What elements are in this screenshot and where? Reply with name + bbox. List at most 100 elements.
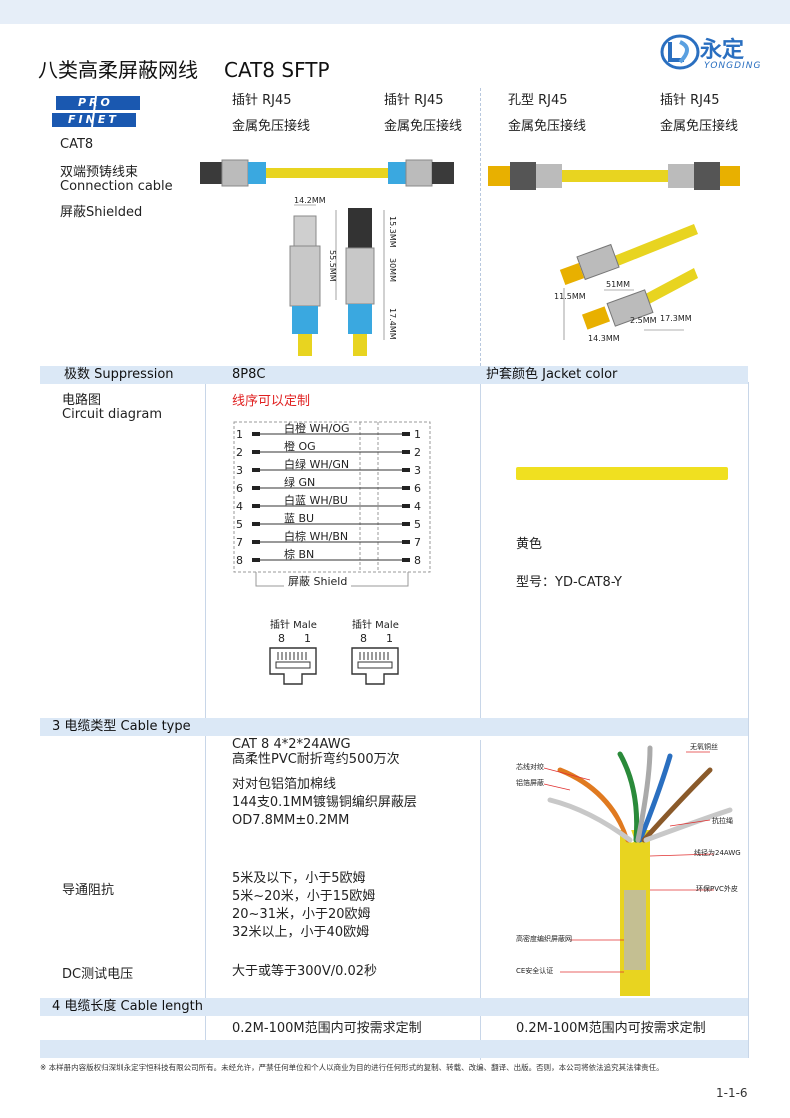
- wire-label: 白棕 WH/BN: [284, 530, 349, 543]
- cable-type-label: 3 电缆类型 Cable type: [52, 719, 191, 734]
- connector-3-type: 孔型 RJ45: [508, 93, 568, 108]
- pin-right: 2: [414, 446, 421, 459]
- suppression-value: 8P8C: [232, 367, 266, 382]
- connector-2-desc: 金属免压接线: [384, 119, 463, 134]
- annotation-twist: 芯线对绞: [516, 763, 544, 771]
- copyright-notice: ※ 本样册内容版权归深圳永定宇恒科技有限公司所有。未经允许，严禁任何单位和个人以…: [40, 1063, 664, 1072]
- suppression-label: 极数 Suppression: [64, 367, 174, 382]
- wire-label: 橙 OG: [284, 440, 316, 453]
- pin-right: 4: [414, 500, 421, 513]
- pin-1-label: 1: [304, 632, 311, 645]
- pin-right: 8: [414, 554, 421, 567]
- connector-4-type: 插针 RJ45: [660, 93, 720, 108]
- dim-width: 14.2MM: [294, 196, 326, 205]
- cable-spec: 144支0.1MM镀锡铜编织屏蔽层: [232, 795, 417, 810]
- profinet-bottom: FINET: [68, 113, 119, 126]
- wire-label: 白橙 WH/OG: [284, 422, 350, 435]
- top-divider: [480, 88, 481, 366]
- connector-1-type: 插针 RJ45: [232, 93, 292, 108]
- dim-d: 2.5MM: [630, 316, 657, 325]
- dim-a: 51MM: [606, 280, 630, 289]
- custom-wiring-note: 线序可以定制: [232, 394, 311, 409]
- rj45-jack-icon: [268, 646, 318, 690]
- pin-right: 3: [414, 464, 421, 477]
- dim-e: 17.3MM: [660, 314, 692, 323]
- top-bar: [0, 0, 790, 24]
- pin-left: 5: [236, 518, 243, 531]
- circuit-label-cn: 电路图: [62, 393, 102, 408]
- page-number: 1-1-6: [716, 1086, 748, 1100]
- pin-right: 6: [414, 482, 421, 495]
- jacket-color-label: 护套颜色 Jacket color: [486, 367, 618, 382]
- connector-2-type: 插针 RJ45: [384, 93, 444, 108]
- cable-spec: CAT 8 4*2*24AWG: [232, 737, 351, 752]
- band-suppression: [40, 366, 748, 384]
- jacket-color-name: 黄色: [516, 537, 543, 552]
- cable-product-image-right: 51MM 11.5MM 14.3MM 2.5MM 17.3MM: [484, 150, 744, 360]
- shielded-label: 屏蔽Shielded: [60, 205, 143, 220]
- title-cn: 八类高柔屏蔽网线: [38, 58, 198, 82]
- pin-left: 2: [236, 446, 243, 459]
- wire-label: 白蓝 WH/BU: [284, 494, 348, 507]
- connector-1-desc: 金属免压接线: [232, 119, 311, 134]
- pin-left: 7: [236, 536, 243, 549]
- rj45-jack-icon: [350, 646, 400, 690]
- resistance-line: 5米及以下，小于5欧姆: [232, 871, 366, 886]
- annotation-awg: 线径为24AWG: [694, 849, 741, 857]
- annotation-foil: 铝箔屏蔽: [516, 779, 544, 787]
- cable-spec: 高柔性PVC耐折弯约500万次: [232, 752, 400, 767]
- brand-en: YONGDING: [704, 61, 762, 71]
- dim-h1: 15.3MM: [388, 216, 397, 248]
- pin-1-label: 1: [386, 632, 393, 645]
- male-label-2: 插针 Male: [352, 620, 399, 631]
- band-cable-length: [40, 998, 748, 1016]
- annotation-pvc: 环保PVC外皮: [696, 885, 738, 893]
- dim-h3: 30MM: [388, 258, 397, 282]
- band-footer: [40, 1040, 748, 1058]
- male-label-1: 插针 Male: [270, 620, 317, 631]
- circuit-diagram: 1 2 3 6 4 5 7 8 1 2 3 6 4 5 7 8 白橙 WH/OG…: [228, 420, 438, 592]
- resistance-line: 5米~20米，小于15欧姆: [232, 889, 376, 904]
- annotation-rope: 抗拉绳: [712, 817, 733, 825]
- column-divider-right: [748, 382, 749, 1058]
- pin-right: 7: [414, 536, 421, 549]
- connector-4-desc: 金属免压接线: [660, 119, 739, 134]
- annotation-ce: CE安全认证: [516, 967, 554, 975]
- connection-cable-cn: 双端预铸线束: [60, 165, 139, 180]
- dim-c: 14.3MM: [588, 334, 620, 343]
- cable-structure-image: 无氧铜丝 芯线对绞 铝箔屏蔽 抗拉绳 线径为24AWG 环保PVC外皮 高密度编…: [500, 740, 748, 996]
- cable-spec: 对对包铝箔加棉线: [232, 777, 337, 792]
- cable-length-left: 0.2M-100M范围内可按需求定制: [232, 1021, 422, 1036]
- pin-left: 6: [236, 482, 243, 495]
- pin-left: 8: [236, 554, 243, 567]
- resistance-line: 20~31米，小于20欧姆: [232, 907, 371, 922]
- dc-value: 大于或等于300V/0.02秒: [232, 964, 378, 979]
- band-cable-type: [40, 718, 748, 736]
- circuit-label-en: Circuit diagram: [62, 407, 163, 422]
- jacket-color-swatch: [516, 467, 728, 480]
- pin-left: 1: [236, 428, 243, 441]
- model-number: 型号：YD-CAT8-Y: [516, 575, 622, 590]
- pin-left: 4: [236, 500, 243, 513]
- dim-h2: 55.5MM: [328, 250, 337, 282]
- pin-right: 1: [414, 428, 421, 441]
- title-en: CAT8 SFTP: [224, 58, 330, 82]
- dim-f: 11.5MM: [554, 292, 586, 301]
- page-title: 八类高柔屏蔽网线 CAT8 SFTP: [38, 54, 330, 83]
- dc-label: DC测试电压: [62, 967, 134, 982]
- wire-label: 绿 GN: [284, 476, 316, 489]
- pin-8-label: 8: [278, 632, 285, 645]
- pin-right: 5: [414, 518, 421, 531]
- profinet-logo: PRO FINET: [52, 94, 144, 130]
- wire-label: 白绿 WH/GN: [284, 458, 350, 471]
- wire-labels: 白橙 WH/OG 橙 OG 白绿 WH/GN 绿 GN 白蓝 WH/BU 蓝 B…: [284, 420, 350, 564]
- column-divider-mid: [480, 382, 481, 722]
- dim-h4: 17.4MM: [388, 308, 397, 340]
- column-divider-mid-2: [480, 740, 481, 1060]
- pins-right: 1 2 3 6 4 5 7 8: [414, 426, 421, 570]
- profinet-top: PRO: [78, 96, 113, 109]
- cable-spec: OD7.8MM±0.2MM: [232, 813, 350, 828]
- wire-label: 蓝 BU: [284, 512, 315, 525]
- cable-length-label: 4 电缆长度 Cable length: [52, 999, 204, 1014]
- brand-cn: 永定: [700, 38, 745, 63]
